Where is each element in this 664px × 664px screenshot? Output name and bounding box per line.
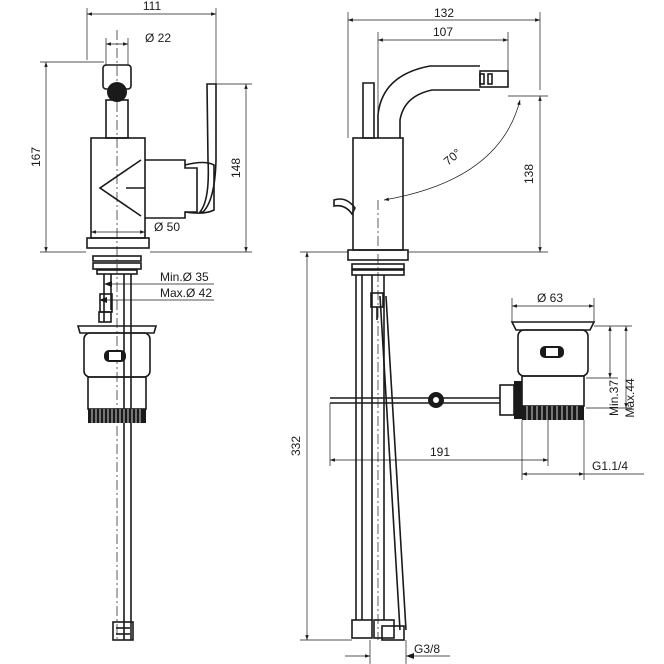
label-waste-diameter: Ø 63 [537, 291, 563, 305]
label-waste-distance: 191 [430, 445, 450, 459]
front-dimensions [40, 8, 252, 303]
label-hose-thread: G3/8 [414, 642, 440, 656]
label-waste-thread: G1.1/4 [592, 459, 628, 473]
label-waste-max: Max.44 [623, 378, 637, 418]
label-height-front: 167 [29, 147, 43, 167]
front-view [76, 30, 217, 641]
waste-detail [510, 298, 644, 480]
label-overall-width-side: 132 [434, 6, 454, 20]
label-height-lever: 148 [229, 158, 243, 178]
label-swivel-angle: 70° [441, 146, 464, 169]
label-overall-width-front: 111 [143, 0, 162, 13]
dimension-labels: 111 Ø 22 167 148 Ø 50 Min.Ø 35 Max.Ø 42 … [29, 0, 637, 656]
side-dimensions [300, 12, 549, 664]
label-reach: 107 [433, 25, 453, 39]
label-height-side: 138 [522, 164, 536, 184]
label-waste-min: Min.37 [607, 380, 621, 416]
side-view [330, 65, 522, 641]
label-body-diameter: Ø 50 [154, 220, 180, 234]
label-hole-max: Max.Ø 42 [160, 286, 212, 300]
label-hole-min: Min.Ø 35 [160, 270, 209, 284]
label-spout-diameter: Ø 22 [145, 31, 171, 45]
label-total-height: 332 [289, 436, 303, 456]
